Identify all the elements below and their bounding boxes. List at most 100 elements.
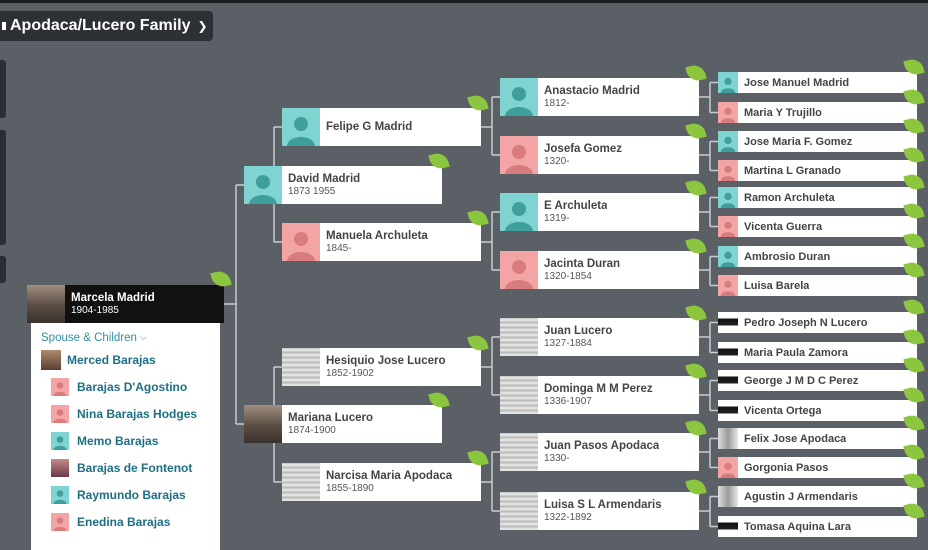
ancestor-dates: 1330-: [544, 453, 570, 464]
ancestor-card[interactable]: Vicenta Guerra: [718, 216, 917, 237]
ancestor-name: Luisa Barela: [744, 279, 810, 292]
ancestor-card[interactable]: Ramon Archuleta: [718, 187, 917, 208]
person-silhouette-icon: [720, 221, 736, 237]
ancestor-name: George J M D C Perez: [744, 374, 859, 387]
spouse-photo: [41, 349, 61, 370]
ancestor-name: Juan Lucero: [544, 325, 613, 337]
ancestor-card[interactable]: Felipe G Madrid: [282, 108, 481, 146]
ancestor-name: Anastacio Madrid: [544, 85, 640, 97]
ancestor-dates: 1812-: [544, 98, 570, 109]
ancestor-avatar: [500, 318, 538, 356]
ancestor-name: Manuela Archuleta: [326, 230, 428, 242]
top-bar: [0, 0, 928, 3]
child-row[interactable]: Raymundo Barajas: [41, 481, 220, 508]
ancestor-card[interactable]: Ambrosio Duran: [718, 246, 917, 267]
child-name: Memo Barajas: [77, 433, 159, 448]
ancestor-avatar: [718, 246, 738, 267]
ancestor-name: Maria Y Trujillo: [744, 106, 822, 119]
ancestor-name: Gorgonia Pasos: [744, 461, 829, 474]
child-row[interactable]: Nina Barajas Hodges: [41, 400, 220, 427]
person-silhouette-icon: [720, 280, 736, 296]
spouse-children-toggle[interactable]: Spouse & Children ⌵: [41, 331, 147, 344]
child-avatar: [51, 404, 69, 423]
person-silhouette-icon: [720, 107, 736, 123]
ancestor-name: Jose Manuel Madrid: [744, 76, 850, 89]
ancestor-avatar: [718, 457, 738, 478]
ancestor-card[interactable]: Tomasa Aquina Lara: [718, 516, 917, 537]
ancestor-avatar: [500, 136, 538, 174]
ancestor-avatar: [718, 160, 738, 181]
side-tool-tab[interactable]: [0, 256, 6, 283]
root-person-card[interactable]: Marcela Madrid 1904-1985: [27, 285, 224, 323]
ancestor-name: Hesiquio Jose Lucero: [326, 355, 446, 367]
ancestor-card[interactable]: Luisa Barela: [718, 275, 917, 296]
ancestor-name: Tomasa Aquina Lara: [744, 520, 851, 533]
ancestor-name: Dominga M M Perez: [544, 383, 653, 395]
ancestor-card[interactable]: Pedro Joseph N Lucero: [718, 312, 917, 333]
ancestor-name: Martina L Granado: [744, 164, 841, 177]
ancestor-avatar: [244, 166, 282, 204]
side-tool-tab[interactable]: [0, 130, 6, 245]
ancestor-name: Mariana Lucero: [288, 412, 373, 424]
ancestor-avatar: [718, 486, 738, 507]
spouse-row[interactable]: Merced Barajas: [41, 346, 220, 373]
tree-selector[interactable]: Apodaca/Lucero Family ❯: [0, 11, 213, 41]
child-avatar: [51, 512, 69, 531]
ancestor-card[interactable]: Jose Manuel Madrid: [718, 72, 917, 93]
person-silhouette-icon: [505, 145, 533, 174]
ancestor-avatar: [718, 216, 738, 237]
ancestor-card[interactable]: Agustin J Armendaris: [718, 486, 917, 507]
person-silhouette-icon: [505, 202, 533, 231]
ancestor-name: Luisa S L Armendaris: [544, 499, 662, 511]
ancestor-card[interactable]: Felix Jose Apodaca: [718, 428, 917, 449]
ancestor-name: Narcisa Maria Apodaca: [326, 470, 453, 482]
child-row[interactable]: Enedina Barajas: [41, 508, 220, 535]
ancestor-card[interactable]: Gorgonia Pasos: [718, 457, 917, 478]
child-avatar: [51, 458, 69, 477]
ancestor-name: Agustin J Armendaris: [744, 490, 858, 503]
child-row[interactable]: Memo Barajas: [41, 427, 220, 454]
ancestor-avatar: [282, 348, 320, 386]
ancestor-card[interactable]: Maria Paula Zamora: [718, 342, 917, 363]
ancestor-card[interactable]: Vicenta Ortega: [718, 400, 917, 421]
ancestor-name: Vicenta Guerra: [744, 220, 823, 233]
ancestor-name: Jose Maria F. Gomez: [744, 135, 853, 148]
ancestor-dates: 1852-1902: [326, 368, 374, 379]
side-tool-tab[interactable]: [0, 60, 6, 118]
child-name: Barajas D'Agostino: [77, 379, 188, 394]
ancestor-avatar: [500, 193, 538, 231]
ancestor-dates: 1327-1884: [544, 338, 592, 349]
child-row[interactable]: Barajas de Fontenot: [41, 454, 220, 481]
person-silhouette-icon: [720, 77, 736, 93]
ancestor-avatar: [718, 428, 738, 449]
ancestor-card[interactable]: George J M D C Perez: [718, 370, 917, 391]
ancestor-dates: 1322-1892: [544, 512, 592, 523]
ancestor-avatar: [718, 400, 738, 421]
ancestor-avatar: [718, 516, 738, 537]
person-silhouette-icon: [720, 192, 736, 208]
ancestor-card[interactable]: Jose Maria F. Gomez: [718, 131, 917, 152]
ancestor-name: Felipe G Madrid: [326, 121, 413, 133]
ancestor-dates: 1320-: [544, 156, 570, 167]
ancestor-avatar: [718, 312, 738, 333]
ancestor-avatar: [500, 251, 538, 289]
ancestor-avatar: [718, 275, 738, 296]
ancestor-card[interactable]: Maria Y Trujillo: [718, 102, 917, 123]
root-person-photo: [27, 285, 65, 323]
person-silhouette-icon: [505, 260, 533, 289]
ancestor-card[interactable]: Martina L Granado: [718, 160, 917, 181]
child-row[interactable]: Barajas D'Agostino: [41, 373, 220, 400]
